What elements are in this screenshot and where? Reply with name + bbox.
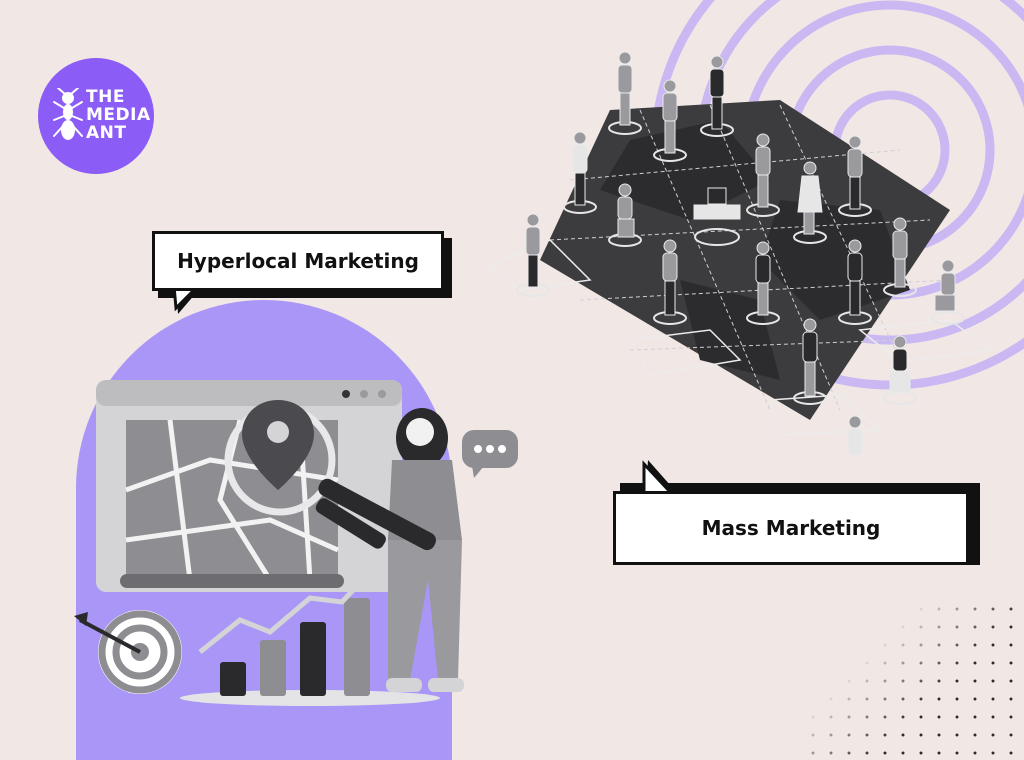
mass-marketing-label: Mass Marketing [613,491,969,565]
hyperlocal-marketing-text: Hyperlocal Marketing [177,249,419,273]
logo-line-1: THE [86,87,125,107]
hyperlocal-marketing-illustration [74,380,518,706]
location-pin-icon [242,400,314,490]
people-figures [516,51,965,456]
bubble-tail [172,286,202,314]
bar-chart-icon [180,566,440,706]
dot-pattern [804,600,1024,760]
bubble-tail [642,460,678,496]
chat-bubble-icon [462,430,518,478]
logo-line-3: ANT [86,123,127,143]
world-map-platform [488,100,992,436]
person-figure [525,51,956,456]
mass-marketing-text: Mass Marketing [701,516,881,540]
ant-icon [53,88,83,140]
target-icon [74,610,182,694]
logo-text: THE MEDIA ANT [86,88,151,142]
brand-logo: THE MEDIA ANT [38,58,154,174]
logo-line-2: MEDIA [86,105,151,125]
woman-figure [318,408,464,692]
hyperlocal-marketing-label: Hyperlocal Marketing [152,231,444,291]
mass-marketing-illustration [488,0,1024,456]
